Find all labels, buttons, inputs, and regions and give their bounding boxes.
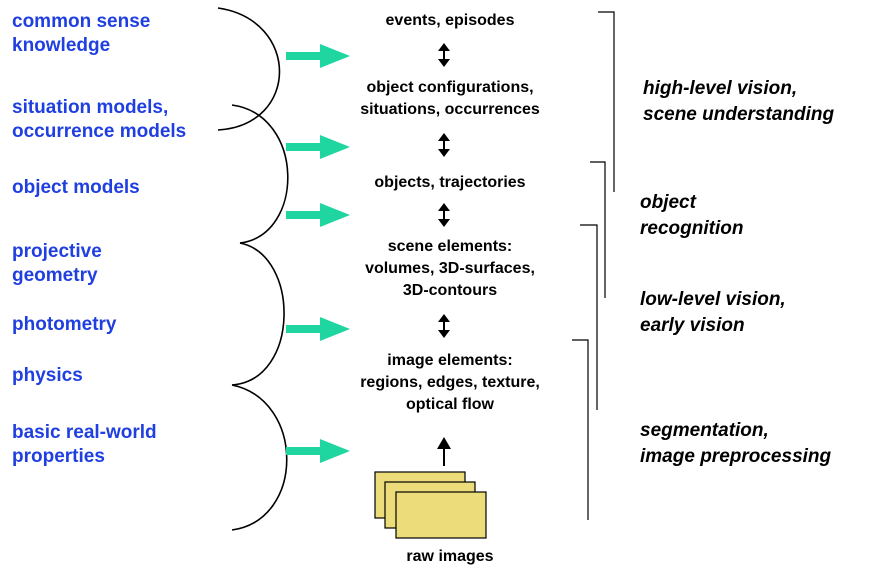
up-arrow-raw-images bbox=[437, 437, 451, 466]
brace-common-sense bbox=[217, 7, 281, 131]
bracket-low-level bbox=[580, 224, 598, 410]
green-arrow-2 bbox=[286, 135, 350, 159]
label-photometry: photometry bbox=[12, 314, 117, 335]
label-common-sense-knowledge: common sense knowledge bbox=[12, 11, 151, 56]
bracket-high-level bbox=[598, 11, 615, 192]
bracket-segmentation bbox=[572, 339, 589, 520]
bracket-object-recognition bbox=[590, 161, 606, 298]
label-high-level-vision: high-level vision, scene understanding bbox=[643, 78, 835, 125]
label-situation-occurrence-models: situation models, occurrence models bbox=[12, 97, 187, 142]
label-physics: physics bbox=[12, 365, 83, 386]
label-projective-geometry: projective geometry bbox=[12, 241, 102, 286]
label-segmentation: segmentation, image preprocessing bbox=[640, 420, 832, 467]
raw-images-stack bbox=[374, 471, 487, 539]
label-events-episodes: events, episodes bbox=[385, 12, 515, 29]
green-arrow-3 bbox=[286, 203, 350, 227]
label-image-elements: image elements: regions, edges, texture,… bbox=[360, 352, 540, 413]
green-arrow-5 bbox=[286, 439, 350, 463]
left-braces bbox=[217, 7, 289, 531]
label-object-recognition: object recognition bbox=[640, 192, 744, 239]
double-arrow-1 bbox=[438, 43, 450, 67]
label-objects-trajectories: objects, trajectories bbox=[374, 174, 526, 191]
brace-situation-object bbox=[231, 104, 289, 244]
green-arrow-1 bbox=[286, 44, 350, 68]
brace-physics-properties bbox=[231, 384, 288, 531]
label-low-level-vision: low-level vision, early vision bbox=[640, 289, 786, 336]
green-arrow-4 bbox=[286, 317, 350, 341]
brace-geometry-photometry bbox=[231, 242, 285, 386]
right-brackets bbox=[572, 11, 615, 520]
label-object-configurations: object configurations, situations, occur… bbox=[360, 79, 540, 118]
raw-image-front bbox=[395, 491, 487, 539]
double-arrow-3 bbox=[438, 203, 450, 227]
label-raw-images: raw images bbox=[406, 548, 494, 565]
label-object-models: object models bbox=[12, 177, 140, 198]
green-arrows bbox=[286, 44, 350, 463]
central-arrows bbox=[437, 43, 451, 466]
label-scene-elements: scene elements: volumes, 3D-surfaces, 3D… bbox=[365, 238, 535, 299]
double-arrow-2 bbox=[438, 133, 450, 157]
double-arrow-4 bbox=[438, 314, 450, 338]
label-basic-real-world-properties: basic real-world properties bbox=[12, 422, 157, 467]
